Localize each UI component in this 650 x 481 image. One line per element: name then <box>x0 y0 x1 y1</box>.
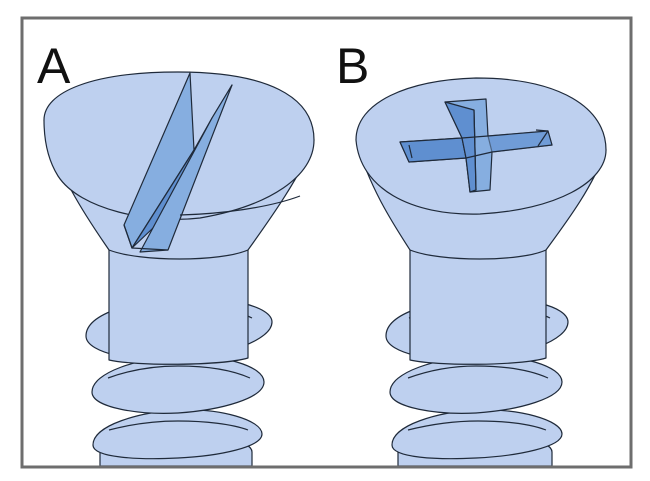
label-a: A <box>37 38 71 94</box>
phillips-screw <box>355 77 607 466</box>
diagram-frame <box>20 16 633 469</box>
screw-shank-a <box>108 249 249 365</box>
screw-shank-b <box>409 249 547 365</box>
label-b: B <box>336 38 370 94</box>
slotted-screw <box>43 71 315 466</box>
phillips-recess <box>399 98 553 193</box>
